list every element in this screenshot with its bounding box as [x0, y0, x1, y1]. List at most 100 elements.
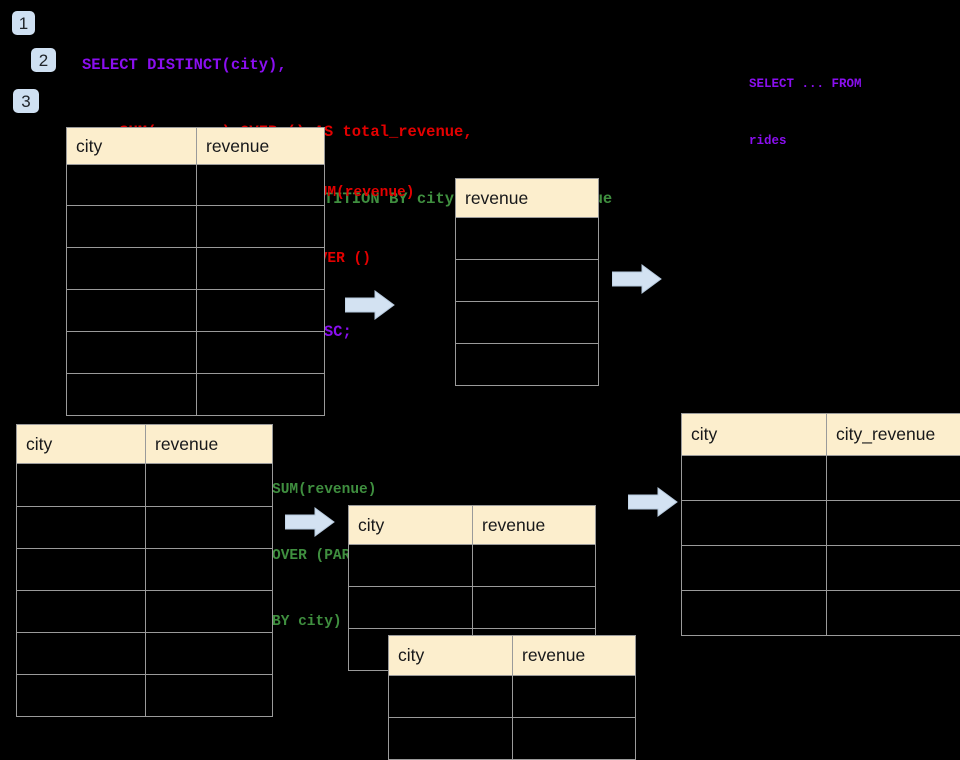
column-header-city-revenue: city_revenue	[827, 414, 960, 456]
step-badge-2[interactable]: 2	[31, 48, 56, 72]
cell-revenue	[146, 675, 273, 717]
table-row[interactable]	[17, 633, 273, 675]
table-row[interactable]	[389, 676, 636, 718]
cell-revenue	[146, 464, 273, 507]
arrow-source-to-total	[345, 290, 395, 320]
step-badge-1-label: 1	[19, 15, 28, 32]
cell-revenue	[456, 260, 599, 302]
column-header-city: city	[349, 506, 473, 545]
table-row[interactable]	[682, 456, 960, 501]
annotation-over-empty: SUM(revenue) OVER ()	[310, 138, 414, 314]
table-row[interactable]	[17, 591, 273, 633]
cell-city	[67, 165, 197, 206]
cell-city	[17, 464, 146, 507]
cell-revenue	[513, 718, 636, 760]
table-row[interactable]	[682, 591, 960, 636]
annotation-over-partition-line-1: SUM(revenue)	[272, 479, 403, 501]
table-row[interactable]	[17, 507, 273, 549]
table-header-row: revenue	[456, 179, 599, 218]
cell-city-revenue	[827, 456, 960, 501]
cell-revenue	[473, 545, 596, 587]
column-header-city: city	[67, 128, 197, 165]
cell-city	[682, 546, 827, 591]
step-badge-2-label: 2	[39, 52, 48, 69]
table-rides-source-top[interactable]: city revenue	[66, 127, 325, 416]
step-badge-3[interactable]: 3	[13, 89, 39, 113]
table-header-row: city revenue	[389, 636, 636, 676]
arrow-partition-to-result	[628, 487, 678, 517]
table-row[interactable]	[349, 587, 596, 629]
cell-revenue	[473, 587, 596, 629]
table-partition-group-front[interactable]: city revenue	[388, 635, 636, 760]
table-row[interactable]	[17, 464, 273, 507]
table-row[interactable]	[67, 290, 325, 332]
cell-revenue	[456, 344, 599, 386]
table-row[interactable]	[17, 675, 273, 717]
table-row[interactable]	[349, 545, 596, 587]
table-row[interactable]	[682, 546, 960, 591]
cell-city	[67, 290, 197, 332]
table-row[interactable]	[67, 332, 325, 374]
cell-city	[389, 718, 513, 760]
cell-city	[67, 374, 197, 416]
cell-city-revenue	[827, 501, 960, 546]
table-row[interactable]	[456, 260, 599, 302]
table-header-row: city city_revenue	[682, 414, 960, 456]
table-row[interactable]	[456, 218, 599, 260]
column-header-revenue: revenue	[197, 128, 325, 165]
cell-city-revenue	[827, 546, 960, 591]
column-header-revenue: revenue	[513, 636, 636, 676]
sql-note-select-from: SELECT ... FROM rides	[749, 37, 862, 189]
cell-city	[67, 206, 197, 248]
cell-revenue	[197, 332, 325, 374]
table-total-revenue[interactable]: revenue	[455, 178, 599, 386]
table-row[interactable]	[67, 206, 325, 248]
arrow-total-to-result	[612, 264, 662, 294]
cell-city	[349, 587, 473, 629]
cell-revenue	[146, 507, 273, 549]
table-row[interactable]	[67, 248, 325, 290]
cell-revenue	[197, 165, 325, 206]
cell-city	[17, 507, 146, 549]
cell-city	[17, 675, 146, 717]
cell-revenue	[197, 206, 325, 248]
annotation-over-empty-line-2: OVER ()	[310, 248, 414, 270]
cell-revenue	[197, 374, 325, 416]
cell-city	[682, 456, 827, 501]
table-row[interactable]	[456, 302, 599, 344]
cell-revenue	[146, 633, 273, 675]
step-badge-1[interactable]: 1	[12, 11, 35, 35]
cell-city	[389, 676, 513, 718]
cell-city	[682, 501, 827, 546]
table-row[interactable]	[17, 549, 273, 591]
table-header-row: city revenue	[67, 128, 325, 165]
table-header-row: city revenue	[17, 425, 273, 464]
cell-city	[67, 248, 197, 290]
cell-revenue	[197, 290, 325, 332]
column-header-revenue: revenue	[146, 425, 273, 464]
table-rides-source-bottom[interactable]: city revenue	[16, 424, 273, 717]
table-row[interactable]	[67, 165, 325, 206]
cell-revenue	[456, 218, 599, 260]
sql-note-line-1: SELECT ... FROM	[749, 75, 862, 94]
table-header-row: city revenue	[349, 506, 596, 545]
cell-revenue	[456, 302, 599, 344]
annotation-over-empty-line-1: SUM(revenue)	[310, 182, 414, 204]
cell-city-revenue	[827, 591, 960, 636]
cell-city	[349, 545, 473, 587]
column-header-city: city	[682, 414, 827, 456]
table-row[interactable]	[67, 374, 325, 416]
diagram-canvas: 1 2 3 SELECT DISTINCT(city), SUM(revenue…	[0, 0, 960, 720]
cell-revenue	[146, 591, 273, 633]
column-header-city: city	[389, 636, 513, 676]
column-header-revenue: revenue	[473, 506, 596, 545]
cell-revenue	[197, 248, 325, 290]
table-row[interactable]	[389, 718, 636, 760]
cell-revenue	[513, 676, 636, 718]
table-row[interactable]	[456, 344, 599, 386]
step-badge-3-label: 3	[21, 93, 30, 110]
table-row[interactable]	[682, 501, 960, 546]
cell-city	[67, 332, 197, 374]
table-city-revenue-result[interactable]: city city_revenue	[681, 413, 960, 636]
cell-city	[17, 633, 146, 675]
